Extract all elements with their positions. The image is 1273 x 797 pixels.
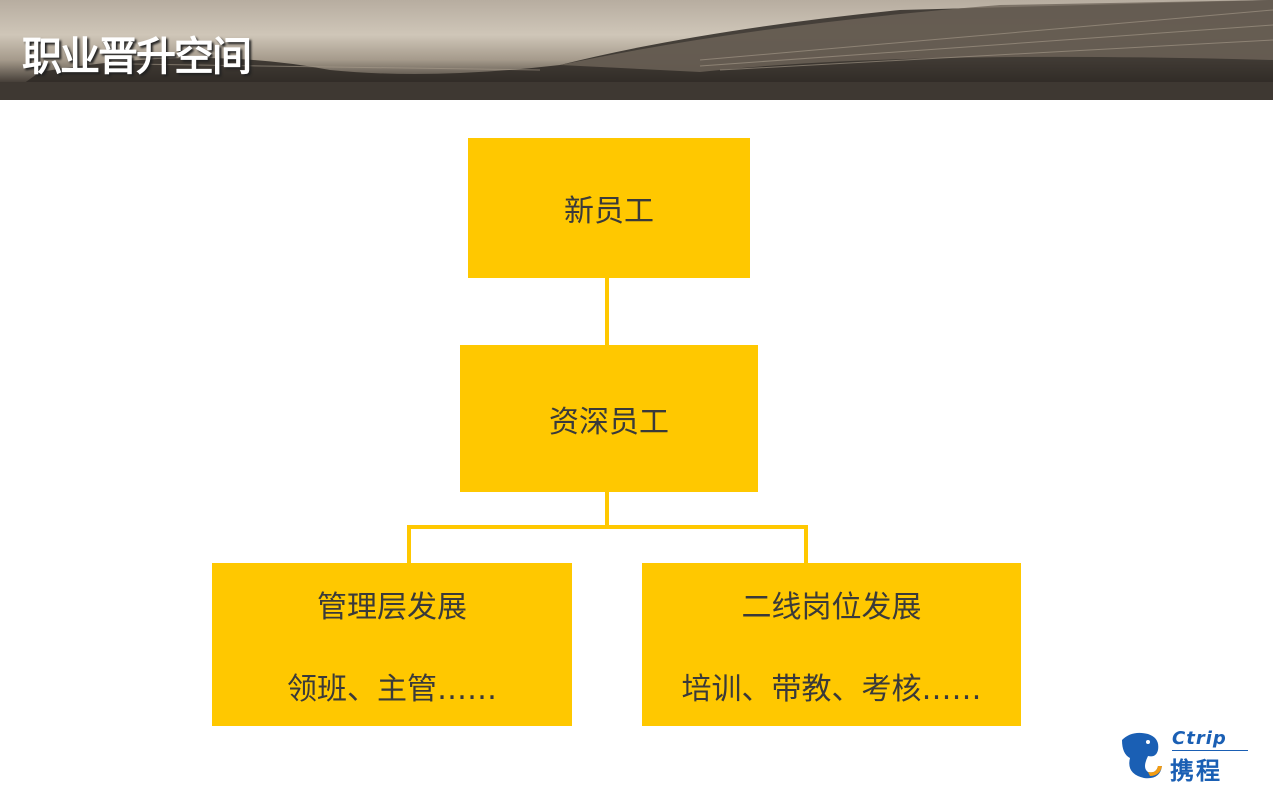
building-photo (0, 0, 1273, 100)
connector (605, 278, 609, 345)
connector (407, 525, 411, 563)
node-label: 新员工 (564, 194, 654, 229)
node-label: 资深员工 (549, 404, 669, 440)
dolphin-icon (1122, 732, 1162, 779)
brand-en: Ctrip (1172, 728, 1227, 749)
connector (804, 525, 808, 563)
node-new-employee: 新员工 (468, 138, 750, 278)
node-detail: 培训、带教、考核…… (681, 671, 982, 707)
node-label: 管理层发展 (317, 589, 467, 625)
node-second-line: 二线岗位发展 培训、带教、考核…… (642, 563, 1021, 726)
node-label: 二线岗位发展 (741, 589, 922, 625)
page-title: 职业晋升空间 (22, 34, 252, 80)
ctrip-logo: Ctrip 携程 (1118, 728, 1250, 785)
node-management: 管理层发展 领班、主管…… (212, 563, 572, 726)
divider (1172, 750, 1248, 751)
node-detail: 领班、主管…… (287, 671, 497, 707)
connector (605, 492, 609, 527)
brand-cn: 携程 (1170, 757, 1222, 785)
header-banner: 职业晋升空间 (0, 0, 1273, 100)
connector (407, 525, 808, 529)
node-senior-employee: 资深员工 (460, 345, 758, 492)
